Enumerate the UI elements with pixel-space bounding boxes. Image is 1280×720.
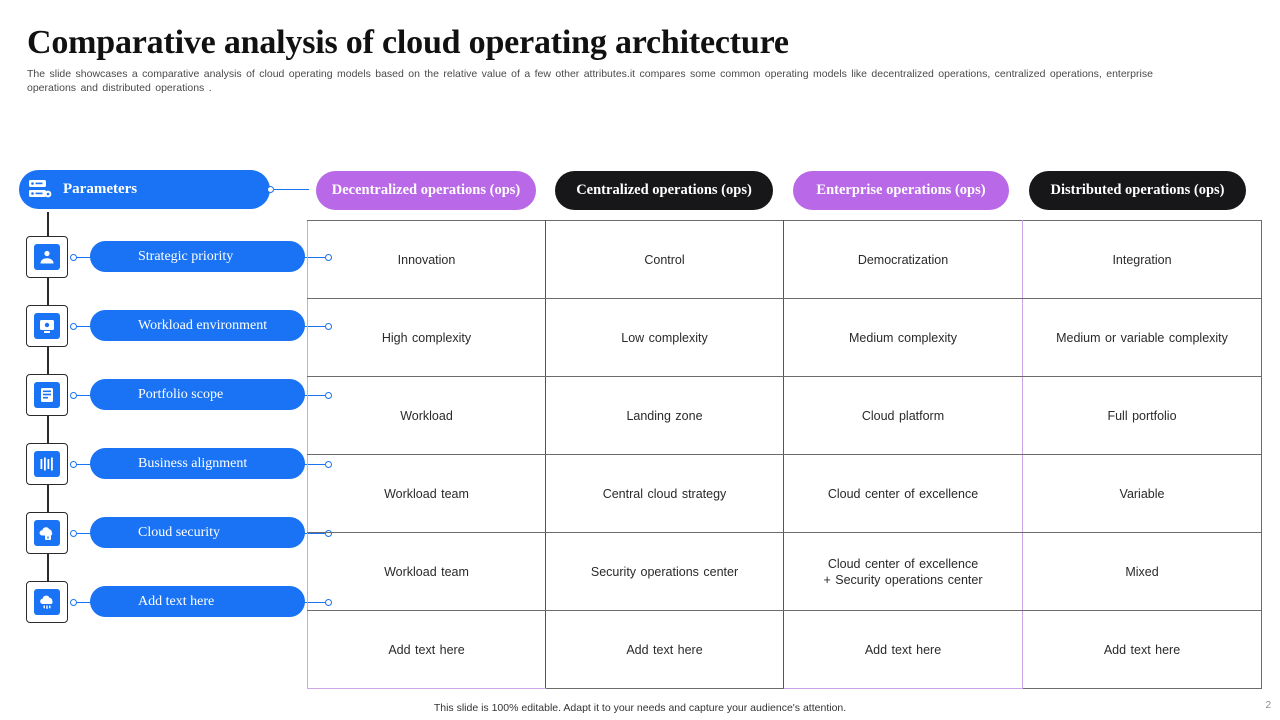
parameter-pill[interactable]: Strategic priority [90, 241, 305, 272]
column-header-centralized-operations[interactable]: Centralized operations (ops) [555, 171, 773, 210]
table-cell: Integration [1022, 220, 1262, 299]
table-cell: Add text here [1022, 610, 1262, 689]
table-cell: Full portfolio [1022, 376, 1262, 455]
cloud-shield-icon [26, 512, 68, 554]
parameter-label: Strategic priority [138, 248, 234, 264]
row-connector-left [70, 461, 92, 468]
column-header-label: Decentralized operations (ops) [331, 182, 521, 198]
table-cell: Variable [1022, 454, 1262, 533]
parameter-label: Portfolio scope [138, 386, 224, 402]
table-cell: Add text here [307, 610, 546, 689]
table-cell: Medium complexity [783, 298, 1023, 377]
parameter-pill[interactable]: Cloud security [90, 517, 305, 548]
row-connector-left [70, 530, 92, 537]
table-cell: High complexity [307, 298, 546, 377]
table-cell: Add text here [545, 610, 784, 689]
table-cell: Low complexity [545, 298, 784, 377]
parameter-pill[interactable]: Portfolio scope [90, 379, 305, 410]
table-cell: Cloud center of excellence [783, 454, 1023, 533]
parameters-label: Parameters [63, 181, 138, 197]
parameter-row-business-alignment[interactable]: Business alignment [26, 443, 332, 485]
parameter-row-portfolio-scope[interactable]: Portfolio scope [26, 374, 332, 416]
row-connector-left [70, 254, 92, 261]
table-cell: Mixed [1022, 532, 1262, 611]
server-settings-icon [28, 178, 52, 200]
strategy-target-icon [26, 236, 68, 278]
footer-note: This slide is 100% editable. Adapt it to… [433, 702, 847, 714]
table-cell: Workload team [307, 532, 546, 611]
table-cell: Cloud center of excellence+ Security ope… [783, 532, 1023, 611]
parameter-row-workload-environment[interactable]: Workload environment [26, 305, 332, 347]
workload-gear-icon [26, 305, 68, 347]
column-header-distributed-operations[interactable]: Distributed operations (ops) [1029, 171, 1246, 210]
table-cell: Landing zone [545, 376, 784, 455]
table-cell: Cloud platform [783, 376, 1023, 455]
parameter-label: Cloud security [138, 524, 221, 540]
table-cell: Security operations center [545, 532, 784, 611]
parameter-row-add-text-here[interactable]: Add text here [26, 581, 332, 623]
parameter-label: Workload environment [138, 317, 268, 333]
column-header-label: Distributed operations (ops) [1050, 182, 1225, 198]
column-header-decentralized-operations[interactable]: Decentralized operations (ops) [316, 171, 536, 210]
business-chart-icon [26, 443, 68, 485]
table-cell: Control [545, 220, 784, 299]
page-title: Comparative analysis of cloud operating … [27, 24, 789, 61]
parameter-label: Add text here [138, 593, 215, 609]
parameter-pill[interactable]: Workload environment [90, 310, 305, 341]
table-cell: Democratization [783, 220, 1023, 299]
parameters-connector [267, 186, 309, 193]
column-header-label: Enterprise operations (ops) [816, 182, 986, 198]
parameter-pill[interactable]: Business alignment [90, 448, 305, 479]
parameters-pill[interactable]: Parameters [19, 170, 270, 209]
table-cell: Add text here [783, 610, 1023, 689]
row-connector-left [70, 599, 92, 606]
column-header-enterprise-operations[interactable]: Enterprise operations (ops) [793, 171, 1009, 210]
row-connector-left [70, 323, 92, 330]
page-number: 2 [1265, 700, 1271, 711]
row-connector-left [70, 392, 92, 399]
table-cell: Workload team [307, 454, 546, 533]
column-header-label: Centralized operations (ops) [576, 182, 752, 198]
cloud-rain-icon [26, 581, 68, 623]
page-subtitle: The slide showcases a comparative analys… [27, 68, 1153, 94]
parameter-pill[interactable]: Add text here [90, 586, 305, 617]
table-cell: Medium or variable complexity [1022, 298, 1262, 377]
table-cell: Central cloud strategy [545, 454, 784, 533]
table-cell: Innovation [307, 220, 546, 299]
table-cell: Workload [307, 376, 546, 455]
parameter-row-strategic-priority[interactable]: Strategic priority [26, 236, 332, 278]
parameter-row-cloud-security[interactable]: Cloud security [26, 512, 332, 554]
parameter-label: Business alignment [138, 455, 248, 471]
portfolio-server-icon [26, 374, 68, 416]
